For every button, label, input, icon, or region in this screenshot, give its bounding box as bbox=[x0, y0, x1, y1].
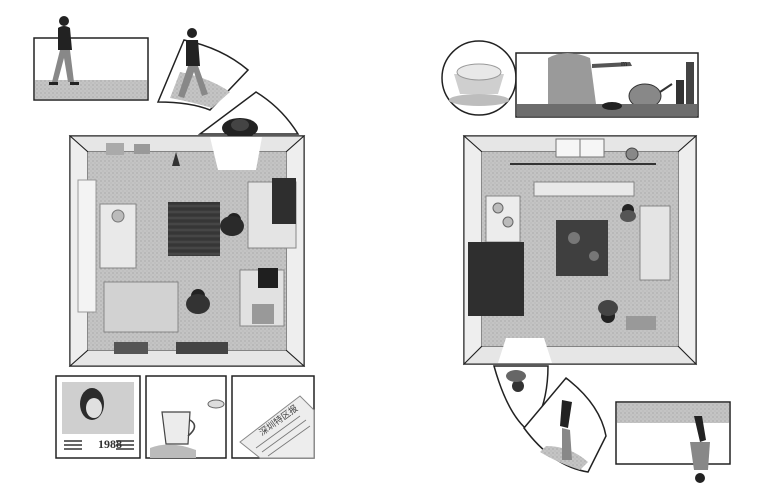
side-table-left bbox=[99, 203, 137, 269]
panel-mug bbox=[145, 375, 227, 459]
portrait-face bbox=[86, 398, 102, 418]
walking-man-figure-2 bbox=[178, 28, 208, 98]
second-cup bbox=[207, 399, 225, 409]
sofa bbox=[103, 281, 179, 333]
wall-clock bbox=[625, 147, 639, 161]
calendar-grid-left bbox=[64, 440, 82, 450]
kitchen-counter bbox=[517, 104, 697, 116]
person-at-table bbox=[220, 213, 244, 236]
panel-exit-ground bbox=[615, 401, 731, 483]
panel-walking-curve bbox=[156, 28, 250, 111]
kettle-spout bbox=[659, 83, 673, 93]
bookshelf bbox=[77, 179, 97, 313]
person-seated bbox=[186, 289, 210, 314]
upside-down-man-figure bbox=[690, 416, 710, 483]
rug-1 bbox=[114, 342, 148, 354]
door-light-right bbox=[498, 338, 552, 363]
serving-plate bbox=[592, 62, 632, 68]
panel-bowl-closeup bbox=[441, 40, 517, 116]
stool bbox=[252, 304, 274, 324]
person-bottom-center bbox=[598, 300, 618, 323]
calendar-grid-right bbox=[116, 440, 134, 450]
walking-man-figure bbox=[49, 16, 79, 85]
hand bbox=[150, 444, 196, 458]
falling-man-figure bbox=[560, 400, 572, 460]
vase bbox=[172, 152, 180, 166]
wok bbox=[602, 102, 622, 110]
bench bbox=[626, 316, 656, 330]
wardrobe bbox=[468, 242, 524, 316]
person-standing-right bbox=[620, 204, 636, 222]
right-room bbox=[462, 134, 698, 366]
enamel-mug bbox=[161, 411, 191, 445]
bottle-2 bbox=[686, 62, 694, 106]
panel-exit-curve bbox=[523, 376, 607, 473]
door-light-left bbox=[210, 137, 262, 170]
wall-frame-2 bbox=[134, 144, 150, 154]
cook-figure bbox=[548, 53, 596, 104]
panel-walking-man bbox=[33, 16, 149, 101]
right-cabinet bbox=[639, 205, 671, 281]
bowl-rice bbox=[456, 63, 502, 81]
calendar-year: 1988 bbox=[98, 437, 122, 451]
left-story bbox=[33, 16, 315, 459]
tv-stand bbox=[272, 178, 296, 224]
dining-table bbox=[168, 202, 220, 256]
left-shelf bbox=[485, 195, 521, 243]
panel-entering-door bbox=[197, 91, 300, 138]
left-room bbox=[68, 134, 306, 368]
mug-handle bbox=[187, 419, 196, 437]
wall-frame-1 bbox=[106, 143, 124, 155]
newspaper-text-lines bbox=[255, 415, 311, 457]
kitchen-label: m bbox=[621, 59, 628, 68]
bottle bbox=[676, 80, 684, 106]
panel-newspaper bbox=[231, 375, 315, 459]
center-table bbox=[556, 220, 608, 276]
desk-lamp bbox=[258, 268, 278, 288]
panel-kitchen bbox=[515, 52, 699, 118]
rug-2 bbox=[176, 342, 228, 354]
top-counter bbox=[533, 181, 635, 197]
panel-calendar bbox=[55, 375, 141, 459]
right-story bbox=[441, 40, 731, 483]
